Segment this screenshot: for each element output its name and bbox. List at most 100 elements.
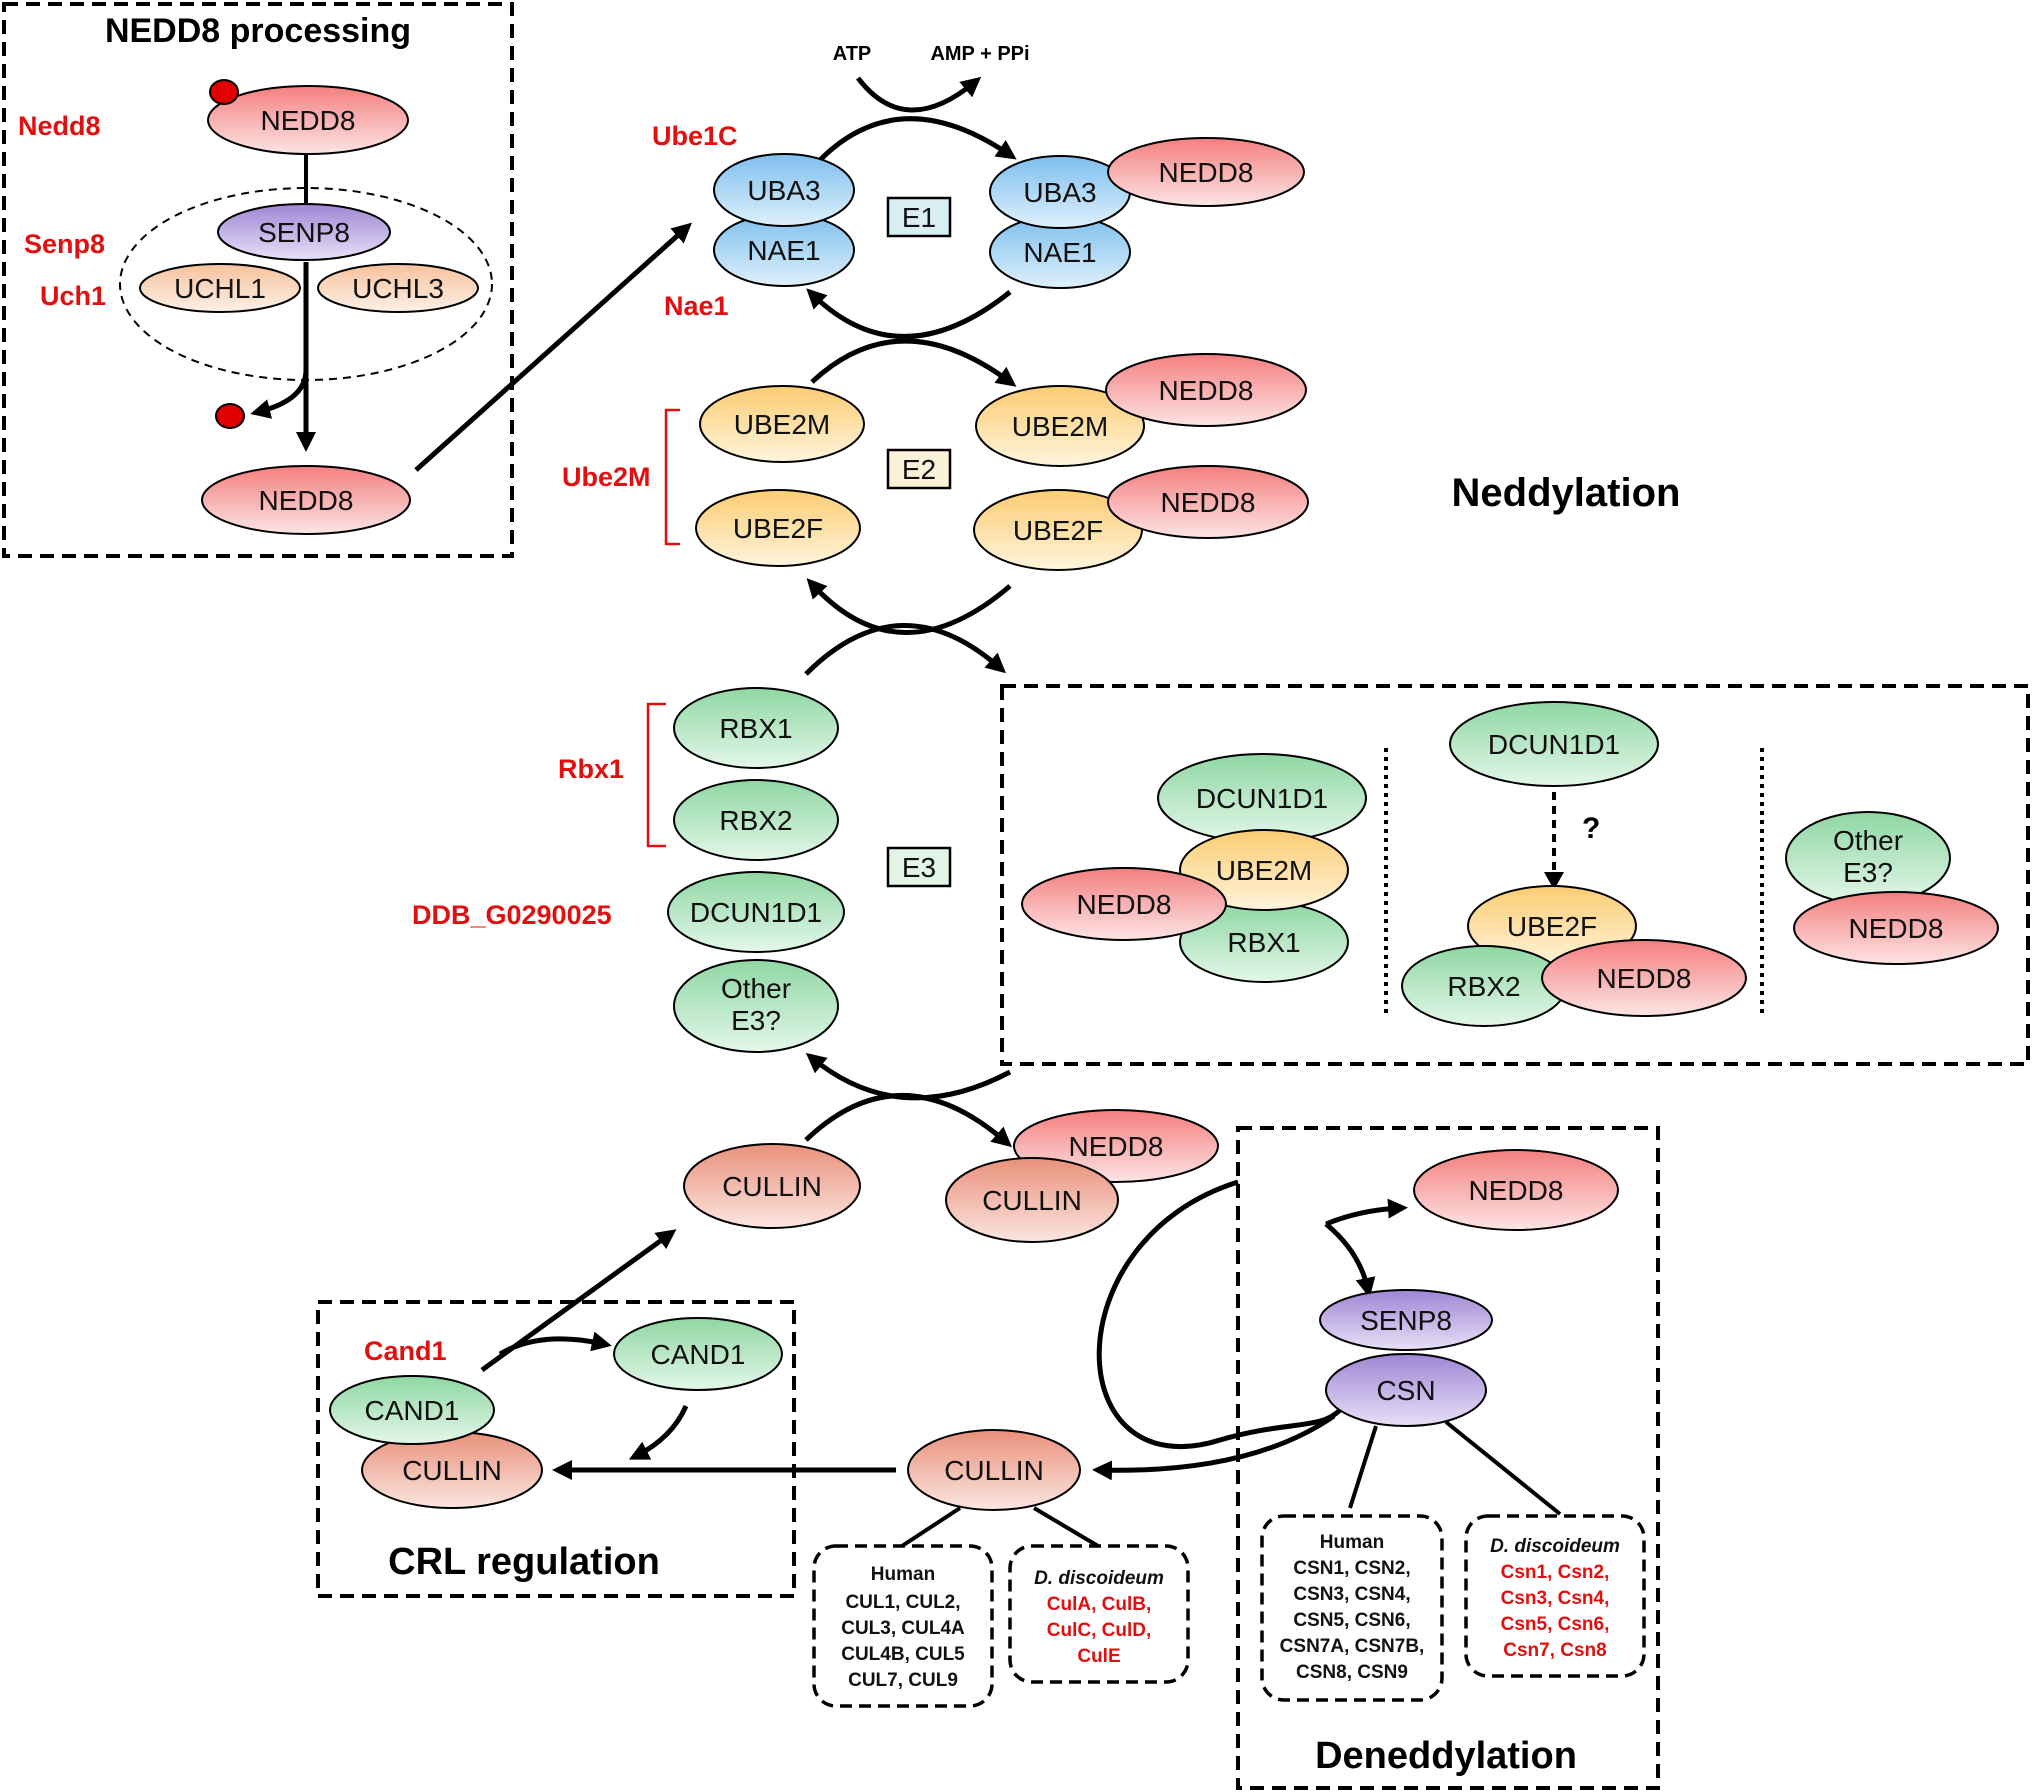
svg-text:UCHL3: UCHL3 bbox=[352, 273, 444, 304]
svg-text:CulA, CulB,: CulA, CulB, bbox=[1047, 1594, 1152, 1615]
uba3-left: NAE1 bbox=[713, 213, 855, 287]
svg-text:RBX1: RBX1 bbox=[719, 713, 792, 744]
svg-text:NEDD8: NEDD8 bbox=[259, 485, 354, 516]
c-terminal-tail-icon bbox=[209, 79, 239, 105]
svg-text:NEDD8: NEDD8 bbox=[1069, 1131, 1164, 1162]
svg-text:D. discoideum: D. discoideum bbox=[1034, 1568, 1164, 1589]
svg-text:NEDD8: NEDD8 bbox=[1469, 1175, 1564, 1206]
svg-text:CSN3, CSN4,: CSN3, CSN4, bbox=[1293, 1584, 1410, 1605]
uchl1-node: UCHL1 bbox=[139, 263, 301, 313]
cand1-cullin-complex: CULLIN CAND1 bbox=[329, 1375, 543, 1509]
svg-text:CSN7A, CSN7B,: CSN7A, CSN7B, bbox=[1280, 1636, 1425, 1657]
other-e3-node: Other E3? bbox=[673, 959, 839, 1053]
svg-text:UBA3: UBA3 bbox=[1023, 177, 1096, 208]
nedd8-processing-panel: NEDD8 processing Nedd8 Senp8 Uch1 NEDD8 … bbox=[2, 2, 514, 558]
arrow-to-e1 bbox=[414, 222, 692, 472]
svg-text:CULLIN: CULLIN bbox=[402, 1455, 502, 1486]
svg-text:DCUN1D1: DCUN1D1 bbox=[1488, 729, 1620, 760]
svg-text:CUL4B, CUL5: CUL4B, CUL5 bbox=[841, 1644, 965, 1665]
senp8-deneddylase: SENP8 bbox=[1319, 1289, 1493, 1351]
svg-text:Other: Other bbox=[1833, 825, 1903, 856]
svg-text:DCUN1D1: DCUN1D1 bbox=[1196, 783, 1328, 814]
svg-text:UBE2F: UBE2F bbox=[733, 513, 823, 544]
svg-text:NAE1: NAE1 bbox=[1023, 237, 1096, 268]
svg-text:NEDD8: NEDD8 bbox=[1159, 375, 1254, 406]
red-label-ddb: DDB_G0290025 bbox=[412, 900, 612, 930]
nae1-left: UBA3 bbox=[713, 153, 855, 227]
nedd8-on-ube2m: NEDD8 bbox=[1105, 353, 1307, 427]
red-label-ube2m: Ube2M bbox=[562, 462, 651, 492]
svg-text:D. discoideum: D. discoideum bbox=[1490, 1536, 1620, 1557]
red-label-nedd8: Nedd8 bbox=[18, 111, 101, 141]
e1-box: E1 bbox=[886, 196, 952, 238]
svg-text:Other: Other bbox=[721, 973, 791, 1004]
cullin-unneddylated: CULLIN bbox=[683, 1143, 861, 1229]
e2-box: E2 bbox=[886, 448, 952, 490]
svg-text:NEDD8: NEDD8 bbox=[1161, 487, 1256, 518]
svg-text:CULLIN: CULLIN bbox=[982, 1185, 1082, 1216]
ube2f-left: UBE2F bbox=[695, 489, 861, 567]
svg-text:CULLIN: CULLIN bbox=[722, 1171, 822, 1202]
atp-arrow bbox=[856, 76, 982, 113]
svg-text:UBE2M: UBE2M bbox=[734, 409, 830, 440]
svg-text:RBX1: RBX1 bbox=[1227, 927, 1300, 958]
nedd8-released: NEDD8 bbox=[1413, 1149, 1619, 1231]
e2-stage: Ube2M UBE2M UBE2F E2 UBE2M NEDD8 UBE2F bbox=[562, 338, 1309, 635]
svg-text:CulC, CulD,: CulC, CulD, bbox=[1047, 1620, 1152, 1641]
svg-text:UCHL1: UCHL1 bbox=[174, 273, 266, 304]
e3-complexes-panel: DCUN1D1 RBX1 UBE2M NEDD8 DCUN1D1 ? UBE2F… bbox=[1000, 684, 2030, 1066]
svg-text:UBE2F: UBE2F bbox=[1507, 911, 1597, 942]
svg-text:Csn7, Csn8: Csn7, Csn8 bbox=[1503, 1640, 1606, 1661]
svg-text:E2: E2 bbox=[902, 454, 936, 485]
rbx1-node: RBX1 bbox=[673, 687, 839, 769]
complex-ube2m-rbx1: DCUN1D1 RBX1 UBE2M NEDD8 bbox=[1021, 753, 1367, 983]
svg-text:NEDD8: NEDD8 bbox=[1077, 889, 1172, 920]
svg-text:CSN: CSN bbox=[1376, 1375, 1435, 1406]
red-label-nae1: Nae1 bbox=[664, 291, 729, 321]
svg-text:CSN8, CSN9: CSN8, CSN9 bbox=[1296, 1662, 1408, 1683]
svg-text:E3?: E3? bbox=[1843, 857, 1893, 888]
uba3-right: UBA3 bbox=[989, 155, 1131, 229]
processing-title: NEDD8 processing bbox=[105, 12, 411, 50]
svg-text:Human: Human bbox=[871, 1564, 935, 1585]
cand1-free: CAND1 bbox=[613, 1317, 783, 1391]
ube2f-right: UBE2F bbox=[973, 489, 1143, 571]
nedd8-on-ube2f: NEDD8 bbox=[1107, 465, 1309, 539]
nedd8-on-uba3: NEDD8 bbox=[1107, 137, 1305, 207]
red-label-uch1: Uch1 bbox=[40, 281, 106, 311]
nedd8-precursor: NEDD8 bbox=[207, 79, 409, 155]
ube2m-left: UBE2M bbox=[699, 385, 865, 463]
svg-text:SENP8: SENP8 bbox=[1360, 1305, 1452, 1336]
svg-text:CAND1: CAND1 bbox=[365, 1395, 460, 1426]
svg-text:Csn3, Csn4,: Csn3, Csn4, bbox=[1501, 1588, 1610, 1609]
csn-complex: CSN bbox=[1325, 1353, 1487, 1427]
e3-backward-arrow bbox=[805, 1052, 1012, 1101]
svg-text:NEDD8: NEDD8 bbox=[261, 105, 356, 136]
svg-text:RBX2: RBX2 bbox=[1447, 971, 1520, 1002]
svg-text:CulE: CulE bbox=[1077, 1646, 1120, 1667]
atp-label: ATP bbox=[833, 43, 872, 65]
e3-forward-arrow bbox=[804, 623, 1007, 676]
cullin-neddylation-arrow bbox=[804, 1093, 1013, 1148]
red-label-senp8: Senp8 bbox=[24, 229, 105, 259]
senp8-node: SENP8 bbox=[217, 203, 391, 261]
crl-regulation-panel: Cand1 CAND1 CULLIN CAND1 CRL regulation bbox=[316, 1229, 796, 1598]
svg-text:NEDD8: NEDD8 bbox=[1159, 157, 1254, 188]
e2-backward-arrow bbox=[806, 578, 1012, 635]
svg-text:CSN5, CSN6,: CSN5, CSN6, bbox=[1293, 1610, 1410, 1631]
svg-text:SENP8: SENP8 bbox=[258, 217, 350, 248]
svg-text:Csn1, Csn2,: Csn1, Csn2, bbox=[1501, 1562, 1610, 1583]
amp-ppi-label: AMP + PPi bbox=[930, 43, 1029, 65]
deneddylation-title: Deneddylation bbox=[1315, 1735, 1577, 1777]
svg-text:E1: E1 bbox=[902, 202, 936, 233]
red-label-ube1c: Ube1C bbox=[652, 121, 738, 151]
svg-text:Human: Human bbox=[1320, 1532, 1384, 1553]
svg-text:CUL3, CUL4A: CUL3, CUL4A bbox=[841, 1618, 965, 1639]
svg-text:CULLIN: CULLIN bbox=[944, 1455, 1044, 1486]
red-label-rbx1: Rbx1 bbox=[558, 754, 624, 784]
deneddylation-loop-arrow bbox=[1096, 1179, 1342, 1449]
ube2m-right: UBE2M bbox=[975, 385, 1145, 467]
svg-text:UBE2M: UBE2M bbox=[1216, 855, 1312, 886]
cullin-free: CULLIN bbox=[907, 1429, 1081, 1511]
